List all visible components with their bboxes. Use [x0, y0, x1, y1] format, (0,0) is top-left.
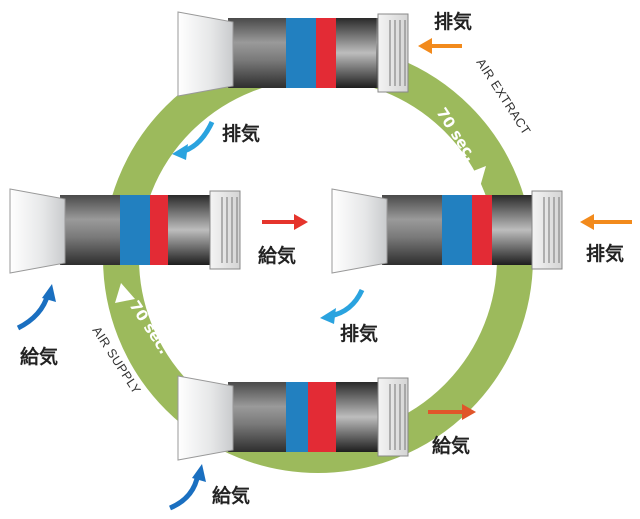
left-indoor-supply-arrow-icon — [262, 214, 308, 230]
right-exhaust-outdoor-label: 排気 — [340, 322, 378, 345]
outer-hood — [177, 11, 234, 97]
outer-hood — [9, 188, 66, 274]
bottom-supply-outdoor-label: 給気 — [212, 484, 250, 507]
ceramic-core-blue — [286, 382, 308, 452]
ceramic-core-red — [316, 18, 336, 88]
top-outdoor-exhaust-arrow-icon — [172, 120, 215, 160]
top-exhaust-outdoor-label: 排気 — [222, 122, 260, 145]
ceramic-core-blue — [286, 18, 316, 88]
ceramic-core-blue — [442, 195, 472, 265]
ventilator-unit-top — [177, 11, 409, 97]
right-indoor-exhaust-arrow-icon — [580, 214, 632, 230]
fan — [168, 195, 210, 265]
fan — [336, 18, 376, 88]
ventilator-unit-right — [331, 188, 563, 274]
bottom-outdoor-supply-arrow-icon — [168, 464, 206, 511]
ceramic-core-red — [308, 382, 336, 452]
fan — [336, 382, 378, 452]
supply-direction-triangle-icon — [115, 283, 135, 303]
right-exhaust-indoor-label: 排気 — [586, 242, 624, 265]
indoor-grille — [377, 377, 409, 457]
ventilator-unit-bottom — [177, 375, 409, 461]
outer-hood — [331, 188, 388, 274]
left-supply-indoor-label: 給気 — [258, 244, 296, 267]
ceramic-core-red — [150, 195, 168, 265]
indoor-grille — [377, 13, 409, 93]
outer-hood — [177, 375, 234, 461]
bottom-supply-indoor-label: 給気 — [432, 434, 470, 457]
ventilator-unit-left — [9, 188, 241, 274]
left-outdoor-supply-arrow-icon — [16, 284, 56, 331]
extract-direction-triangle-icon — [463, 166, 486, 187]
ceramic-core-blue — [120, 195, 150, 265]
top-indoor-exhaust-arrow-icon — [418, 38, 462, 54]
left-supply-outdoor-label: 給気 — [20, 345, 58, 368]
bottom-indoor-supply-arrow-icon — [428, 404, 476, 420]
ceramic-core-red — [472, 195, 492, 265]
indoor-grille — [209, 190, 241, 270]
fan — [492, 195, 532, 265]
indoor-grille — [531, 190, 563, 270]
top-exhaust-indoor-label: 排気 — [434, 10, 472, 33]
right-outdoor-exhaust-arrow-icon — [320, 288, 365, 324]
